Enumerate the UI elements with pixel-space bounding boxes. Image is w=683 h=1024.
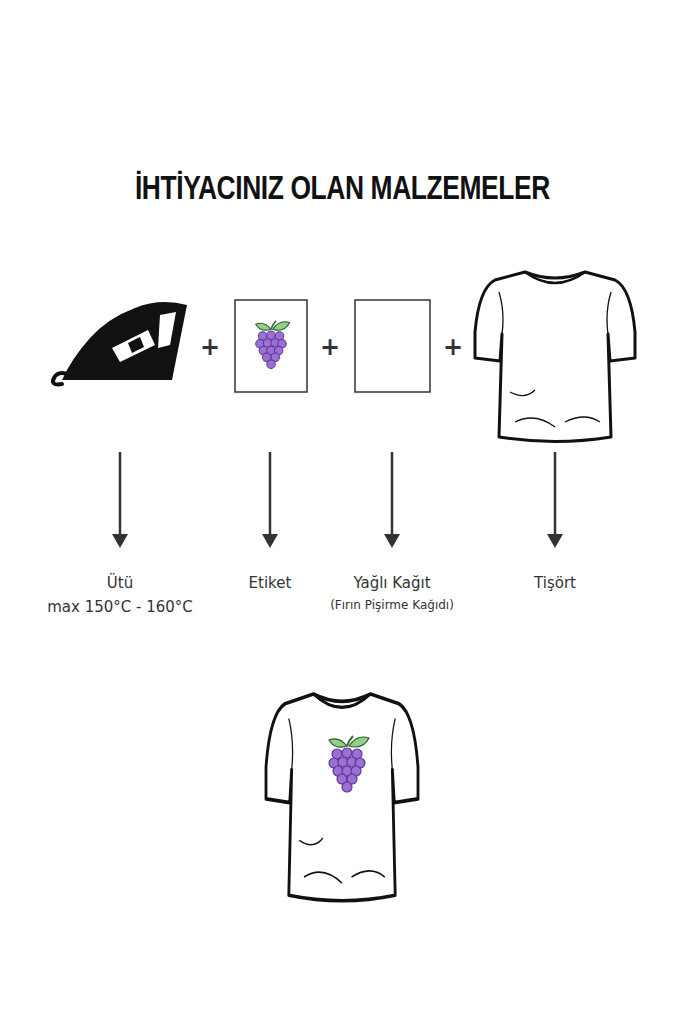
item-label: Ütü [107,575,133,592]
plus-sign: + [443,334,463,360]
tshirt-icon [475,272,635,442]
grapes-print [329,736,369,792]
item-label: Etiket [249,575,292,592]
baking-paper [355,300,430,392]
plus-sign: + [320,334,340,360]
item-label: Tişört [534,575,576,592]
grapes-print [256,321,290,369]
item-label: Yağlı Kağıt [353,575,430,592]
label-sheet [235,300,307,392]
down-arrows [112,452,563,548]
result-tshirt [266,694,418,901]
item-note: max 150°C - 160°C [47,599,193,616]
plus-sign: + [200,334,220,360]
page-title: İHTİYACINIZ OLAN MALZEMELER [134,170,549,206]
item-note: (Fırın Pişirme Kağıdı) [330,599,454,612]
iron-icon [53,302,187,384]
